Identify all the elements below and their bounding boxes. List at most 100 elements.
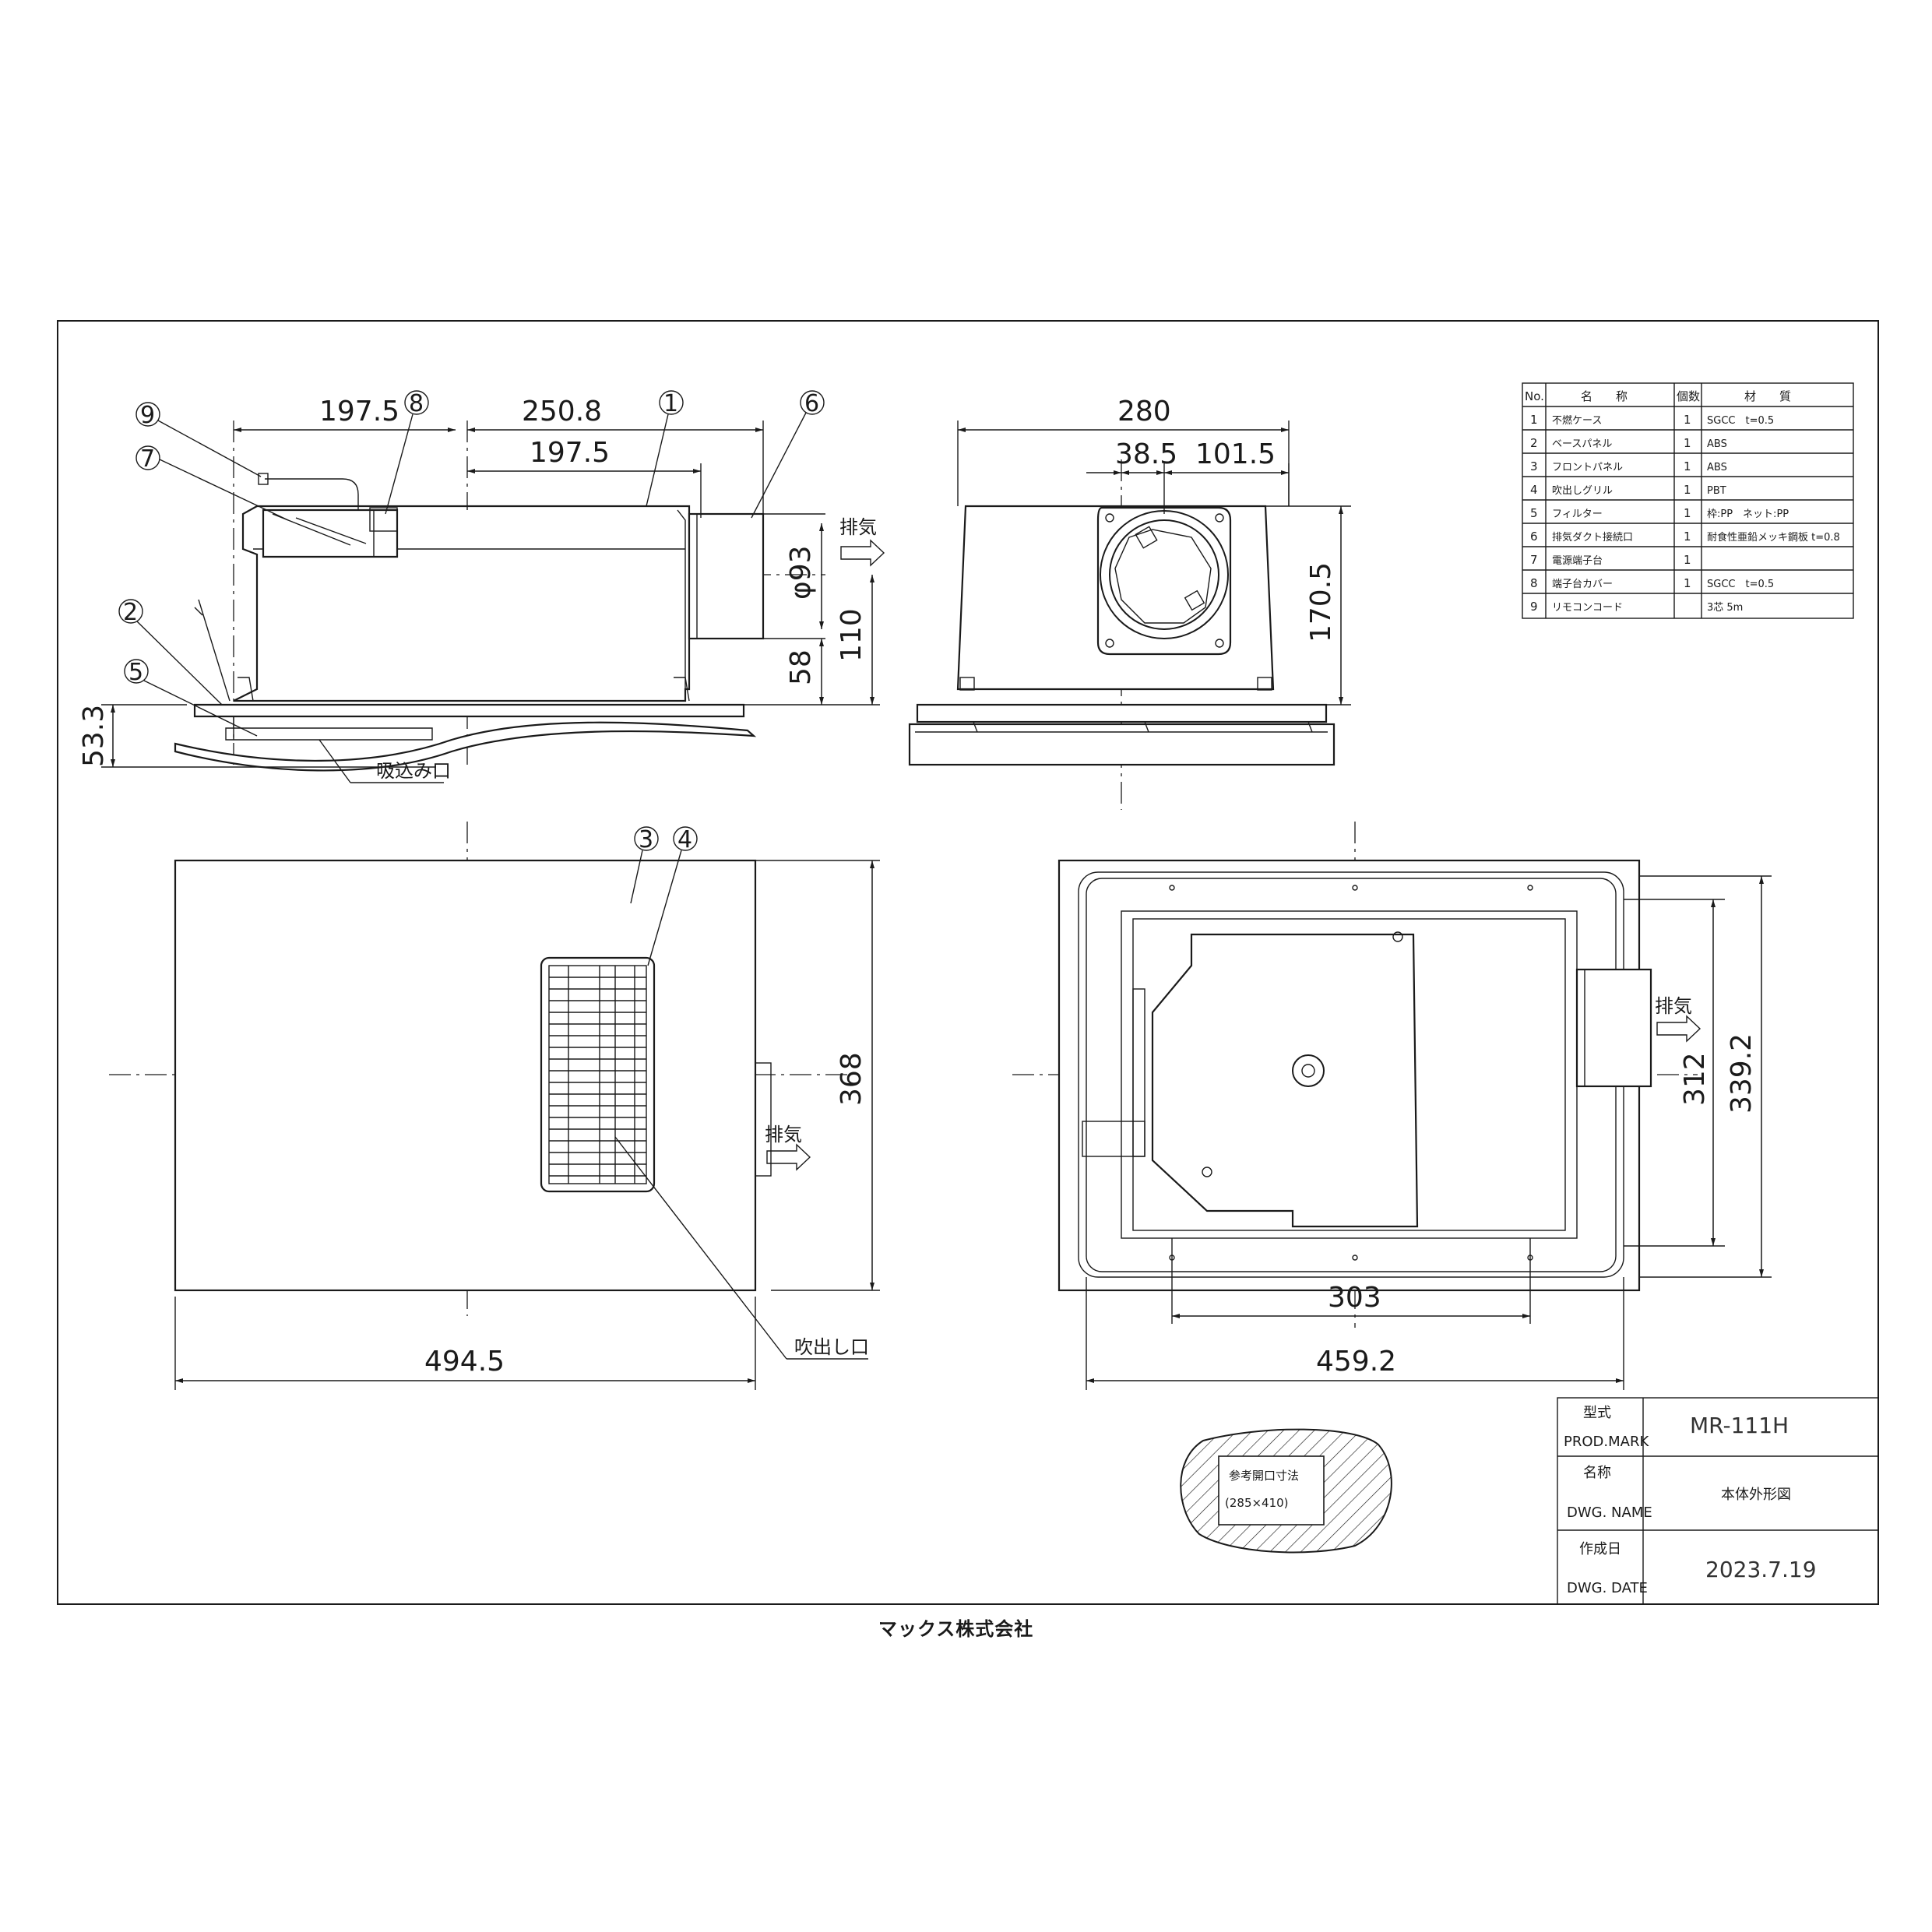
svg-text:9: 9	[1530, 600, 1538, 614]
bottom-exhaust-label: 排気	[1655, 995, 1692, 1017]
balloon-8: 8	[385, 390, 429, 515]
name-label-en: DWG. NAME	[1567, 1504, 1652, 1521]
bottom-view: 排気 303 459.2 312 339.2	[1012, 822, 1772, 1390]
dim-side-mid-width: 250.8	[522, 396, 602, 428]
date-value: 2023.7.19	[1705, 1557, 1817, 1582]
svg-text:ABS: ABS	[1707, 438, 1727, 450]
model-value: MR-111H	[1690, 1413, 1789, 1438]
svg-text:PBT: PBT	[1707, 485, 1726, 497]
svg-text:7: 7	[1530, 553, 1538, 567]
table-row: 8 端子台カバー 1 SGCC t=0.5	[1530, 576, 1774, 590]
balloon-3: 3	[630, 826, 659, 904]
svg-text:端子台カバー: 端子台カバー	[1552, 579, 1613, 590]
svg-text:1: 1	[1684, 553, 1691, 567]
svg-text:5: 5	[1530, 506, 1538, 520]
balloon-4: 4	[647, 826, 698, 966]
table-row: 5 フィルター 1 枠:PP ネット:PP	[1530, 506, 1789, 520]
title-block: 型式 PROD.MARK MR-111H 名称 DWG. NAME 本体外形図 …	[1557, 1397, 1879, 1605]
svg-text:ABS: ABS	[1707, 462, 1727, 473]
svg-text:枠:PP ネット:PP: 枠:PP ネット:PP	[1707, 509, 1789, 520]
top-view: 排気 3 4 吹出し口 494.5 368	[109, 822, 880, 1390]
svg-text:9: 9	[140, 402, 155, 429]
table-row: 4 吹出しグリル 1 PBT	[1530, 483, 1726, 497]
svg-text:1: 1	[1684, 459, 1691, 473]
dim-top-depth: 368	[836, 1052, 867, 1106]
date-label: 作成日	[1579, 1541, 1621, 1557]
exhaust-arrow-icon	[840, 539, 885, 567]
svg-text:6: 6	[804, 390, 819, 417]
svg-text:排気ダクト接続口: 排気ダクト接続口	[1552, 531, 1633, 544]
svg-text:1: 1	[1684, 483, 1691, 497]
sheet-border	[57, 320, 1879, 1605]
table-header-material: 材 質	[1744, 389, 1791, 403]
svg-text:1: 1	[1684, 413, 1691, 427]
dim-side-left-width: 197.5	[319, 396, 399, 428]
svg-text:4: 4	[677, 826, 692, 853]
table-row: 6 排気ダクト接続口 1 耐食性亜鉛メッキ鋼板 t=0.8	[1530, 530, 1840, 544]
dim-bottom-outer-depth: 339.2	[1726, 1033, 1758, 1114]
dim-panel-height: 53.3	[78, 705, 110, 767]
side-view: 197.5 250.8 197.5 φ93 58 110 排気 53.3 吸込み…	[78, 390, 885, 783]
svg-text:フロントパネル: フロントパネル	[1552, 462, 1623, 473]
dim-duct-offset: 58	[785, 649, 817, 685]
dim-duct-dia: φ93	[785, 545, 817, 600]
dim-front-right-offset: 101.5	[1195, 438, 1276, 470]
svg-text:8: 8	[409, 390, 424, 417]
opening-note-size: (285×410)	[1225, 1496, 1289, 1510]
svg-text:SGCC t=0.5: SGCC t=0.5	[1707, 579, 1774, 590]
model-label: 型式	[1583, 1405, 1611, 1421]
name-value: 本体外形図	[1721, 1487, 1791, 1503]
grille-slats	[549, 966, 646, 1184]
table-row: 2 ベースパネル 1 ABS	[1530, 436, 1727, 450]
model-label-en: PROD.MARK	[1564, 1434, 1649, 1450]
balloon-1: 1	[646, 390, 684, 507]
opening-note: 参考開口寸法 (285×410)	[1180, 1428, 1392, 1554]
dim-duct-height: 110	[836, 608, 867, 662]
svg-text:吹出しグリル: 吹出しグリル	[1552, 485, 1613, 497]
dim-bottom-inner-width: 303	[1328, 1282, 1381, 1314]
svg-text:5: 5	[128, 659, 143, 686]
balloon-6: 6	[751, 390, 825, 519]
balloon-5: 5	[124, 659, 258, 737]
dim-side-inner-width: 197.5	[530, 437, 610, 469]
bottom-exhaust-arrow-icon	[1656, 1015, 1701, 1043]
svg-text:1: 1	[1684, 436, 1691, 450]
svg-text:不燃ケース: 不燃ケース	[1552, 414, 1602, 427]
svg-text:3: 3	[639, 826, 653, 853]
svg-text:3芯 5m: 3芯 5m	[1707, 602, 1743, 614]
svg-text:1: 1	[1684, 530, 1691, 544]
opening-note-title: 参考開口寸法	[1229, 1469, 1299, 1483]
name-label: 名称	[1583, 1465, 1611, 1481]
svg-text:1: 1	[1684, 506, 1691, 520]
svg-text:1: 1	[1684, 576, 1691, 590]
dim-front-width: 280	[1117, 396, 1171, 428]
date-label-en: DWG. DATE	[1567, 1580, 1648, 1596]
balloon-9: 9	[135, 402, 262, 477]
svg-text:8: 8	[1530, 576, 1538, 590]
dim-top-width: 494.5	[424, 1346, 505, 1378]
svg-text:耐食性亜鉛メッキ鋼板 t=0.8: 耐食性亜鉛メッキ鋼板 t=0.8	[1707, 531, 1840, 544]
svg-text:2: 2	[1530, 436, 1538, 450]
svg-text:4: 4	[1530, 483, 1538, 497]
table-row: 7 電源端子台 1	[1530, 553, 1691, 567]
dim-front-left-offset: 38.5	[1115, 438, 1177, 470]
svg-text:6: 6	[1530, 530, 1538, 544]
svg-text:1: 1	[663, 390, 678, 417]
dim-bottom-inner-depth: 312	[1679, 1052, 1711, 1106]
svg-text:2: 2	[123, 599, 138, 626]
table-header-name: 名 称	[1581, 389, 1628, 403]
svg-text:フィルター: フィルター	[1552, 509, 1603, 520]
top-exhaust-arrow-icon	[766, 1143, 811, 1171]
svg-text:ベースパネル: ベースパネル	[1552, 438, 1612, 450]
top-exhaust-label: 排気	[765, 1124, 802, 1145]
outlet-label: 吹出し口	[794, 1336, 869, 1358]
table-header-no: No.	[1525, 389, 1544, 403]
svg-text:電源端子台: 電源端子台	[1552, 555, 1603, 567]
dim-bottom-outer-width: 459.2	[1316, 1346, 1396, 1378]
balloon-7: 7	[135, 445, 289, 521]
balloon-2: 2	[118, 599, 223, 706]
